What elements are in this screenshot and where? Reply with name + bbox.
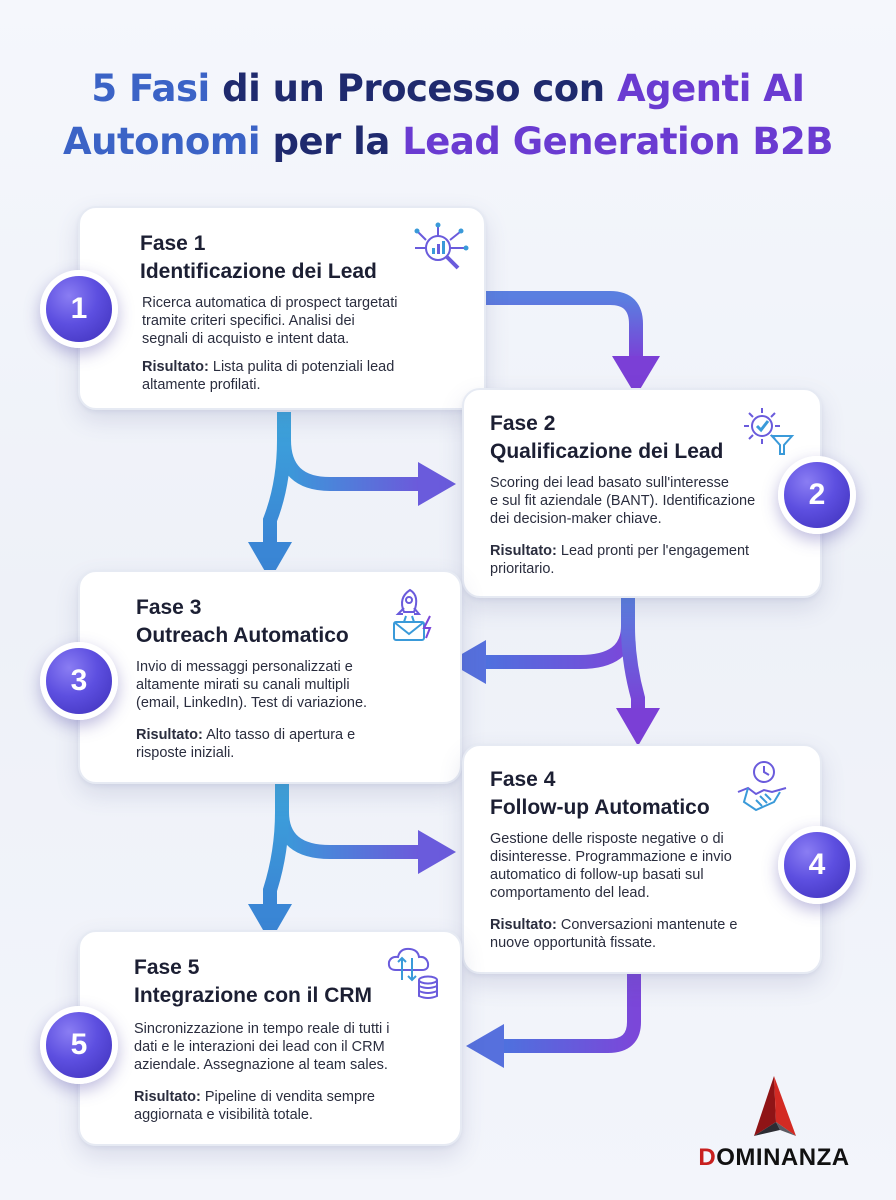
result-label: Risultato: — [136, 727, 203, 743]
step-card-2: Fase 2 Qualificazione dei Lead Scoring d… — [462, 388, 822, 598]
result-line: altamente profilati. — [142, 377, 261, 393]
description-line: disinteresse. Programmazione e invio — [490, 849, 732, 865]
result-label: Risultato: — [134, 1089, 201, 1105]
analytics-search-icon — [414, 222, 469, 270]
step-phase-label: Fase 3 — [136, 596, 202, 619]
step-card-3: Fase 3 Outreach Automatico Invio di mess… — [78, 570, 462, 784]
step-number-badge: 4 — [778, 826, 856, 904]
description-line: altamente mirati su canali multipli — [136, 677, 350, 693]
step-number-badge: 1 — [40, 270, 118, 348]
step-number-badge: 2 — [778, 456, 856, 534]
description-line: aziendale. Assegnazione al team sales. — [134, 1057, 388, 1073]
logo-initial: D — [698, 1144, 717, 1171]
step-description: Invio di messaggi personalizzati e altam… — [136, 658, 367, 712]
step-number-badge: 5 — [40, 1006, 118, 1084]
result-line: nuove opportunità fissate. — [490, 935, 657, 951]
connector-1-2 — [486, 291, 660, 396]
title-highlight: Autonomi — [63, 120, 261, 163]
brand-logo: DOMINANZA — [684, 1074, 864, 1174]
title-line-2: Autonomi per la Lead Generation B2B — [0, 115, 896, 168]
title-text: per la — [260, 120, 403, 163]
description-line: Scoring dei lead basato sull'interesse — [490, 475, 729, 491]
logo-wordmark: DOMINANZA — [684, 1144, 864, 1172]
step-title: Outreach Automatico — [136, 624, 349, 647]
rocket-mail-icon — [393, 588, 432, 641]
step-title: Qualificazione dei Lead — [490, 440, 724, 463]
connector-3-split — [248, 782, 456, 942]
description-line: dati e le interazioni dei lead con il CR… — [134, 1039, 385, 1055]
description-line: automatico di follow-up basati sul — [490, 867, 704, 883]
description-line: Sincronizzazione in tempo reale di tutti… — [134, 1021, 390, 1037]
description-line: e sul fit aziendale (BANT). Identificazi… — [490, 493, 756, 509]
result-line: aggiornata e visibilità totale. — [134, 1107, 313, 1123]
page-title: 5 Fasi di un Processo con Agenti AI Auto… — [0, 62, 896, 168]
title-line-1: 5 Fasi di un Processo con Agenti AI — [0, 62, 896, 115]
step-card-5: Fase 5 Integrazione con il CRM Sincroniz… — [78, 930, 462, 1146]
step-result: Risultato: Alto tasso di apertura e risp… — [136, 726, 355, 762]
description-line: (email, LinkedIn). Test di variazione. — [136, 695, 368, 711]
result-line: Pipeline di vendita sempre — [204, 1089, 375, 1105]
step-phase-label: Fase 5 — [134, 956, 200, 979]
title-text: di un Processo con — [209, 67, 617, 110]
logo-mark-icon — [754, 1076, 796, 1136]
description-line: Gestione delle risposte negative o di — [490, 831, 724, 847]
connector-4-5 — [466, 970, 641, 1068]
result-label: Risultato: — [490, 543, 557, 559]
step-phase-label: Fase 1 — [140, 232, 206, 255]
step-card-1: Fase 1 Identificazione dei Lead Ricerca … — [78, 206, 486, 410]
step-description: Ricerca automatica di prospect targetati… — [142, 294, 398, 348]
description-line: comportamento del lead. — [490, 885, 650, 901]
description-line: dei decision-maker chiave. — [490, 511, 662, 527]
cloud-database-icon — [387, 947, 438, 999]
title-highlight: Lead Generation B2B — [402, 120, 833, 163]
step-result: Risultato: Conversazioni mantenute e nuo… — [490, 916, 737, 952]
connector-2-split — [448, 598, 660, 746]
result-line: Lead pronti per l'engagement — [560, 543, 750, 559]
result-line: Alto tasso di apertura e — [206, 727, 356, 743]
result-label: Risultato: — [142, 359, 209, 375]
result-line: prioritario. — [490, 561, 555, 577]
description-line: tramite criteri specifici. Analisi dei — [142, 313, 355, 329]
gear-filter-icon — [744, 408, 795, 455]
logo-text: OMINANZA — [716, 1144, 850, 1171]
clock-handshake-icon — [737, 761, 787, 812]
step-card-4: Fase 4 Follow-up Automatico Gestione del… — [462, 744, 822, 974]
step-result: Risultato: Pipeline di vendita sempre ag… — [134, 1088, 375, 1124]
step-title: Identificazione dei Lead — [140, 260, 377, 283]
step-description: Gestione delle risposte negative o di di… — [490, 830, 732, 902]
result-line: Conversazioni mantenute e — [560, 917, 738, 933]
title-highlight: Agenti AI — [616, 67, 805, 110]
step-title: Integrazione con il CRM — [134, 984, 373, 1007]
description-line: Invio di messaggi personalizzati e — [136, 659, 353, 675]
title-highlight: 5 Fasi — [91, 67, 210, 110]
result-line: risposte iniziali. — [136, 745, 235, 761]
description-line: Ricerca automatica di prospect targetati — [142, 295, 398, 311]
result-line: Lista pulita di potenziali lead — [212, 359, 395, 375]
step-phase-label: Fase 2 — [490, 412, 556, 435]
step-description: Sincronizzazione in tempo reale di tutti… — [134, 1020, 390, 1074]
connector-1-split — [248, 412, 456, 580]
step-description: Scoring dei lead basato sull'interesse e… — [490, 474, 755, 528]
step-phase-label: Fase 4 — [490, 768, 556, 791]
step-number-badge: 3 — [40, 642, 118, 720]
step-result: Risultato: Lista pulita di potenziali le… — [142, 358, 394, 394]
description-line: segnali di acquisto e intent data. — [142, 331, 350, 347]
step-title: Follow-up Automatico — [490, 796, 710, 819]
step-result: Risultato: Lead pronti per l'engagement … — [490, 542, 749, 578]
result-label: Risultato: — [490, 917, 557, 933]
